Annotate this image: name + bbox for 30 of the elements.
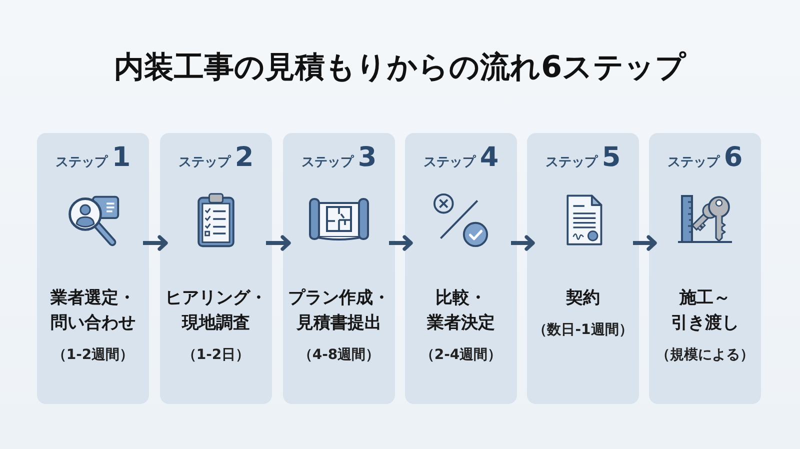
duration-text: （数日-1週間）: [533, 321, 633, 340]
arrow: [266, 235, 291, 251]
step-title: プラン作成・見積書提出: [286, 287, 391, 335]
duration-text: （1-2日）: [182, 346, 250, 365]
step-label: ステップ 5: [544, 141, 622, 175]
arrow: [143, 235, 168, 251]
step-card: [37, 133, 149, 404]
duration-text: （規模による）: [656, 346, 754, 365]
step-label: ステップ 6: [666, 141, 744, 175]
step-card: [283, 133, 395, 404]
step-title: 業者選定・問い合わせ: [49, 287, 136, 335]
step-title: 契約: [565, 287, 601, 310]
step-card: [649, 133, 761, 404]
step-card: [527, 133, 639, 404]
arrow: [511, 235, 535, 251]
step-card: [160, 133, 272, 404]
step-title: ヒアリング・現地調査: [164, 287, 268, 335]
title: 内装工事の見積もりからの流れ6ステップ: [113, 49, 688, 87]
arrow: [633, 235, 657, 251]
arrow: [389, 235, 413, 251]
duration-text: （4-8週間）: [298, 346, 380, 365]
step-title: 施工～引き渡し: [670, 287, 740, 335]
step-label: ステップ 1: [54, 141, 132, 175]
step-card: [405, 133, 517, 404]
duration-text: （1-2週間）: [52, 346, 134, 365]
step-title: 比較・業者決定: [426, 287, 496, 335]
duration-text: （2-4週間）: [420, 346, 502, 365]
step-label: ステップ 2: [177, 141, 255, 175]
step-label: ステップ 3: [300, 141, 378, 175]
step-label: ステップ 4: [422, 141, 500, 175]
